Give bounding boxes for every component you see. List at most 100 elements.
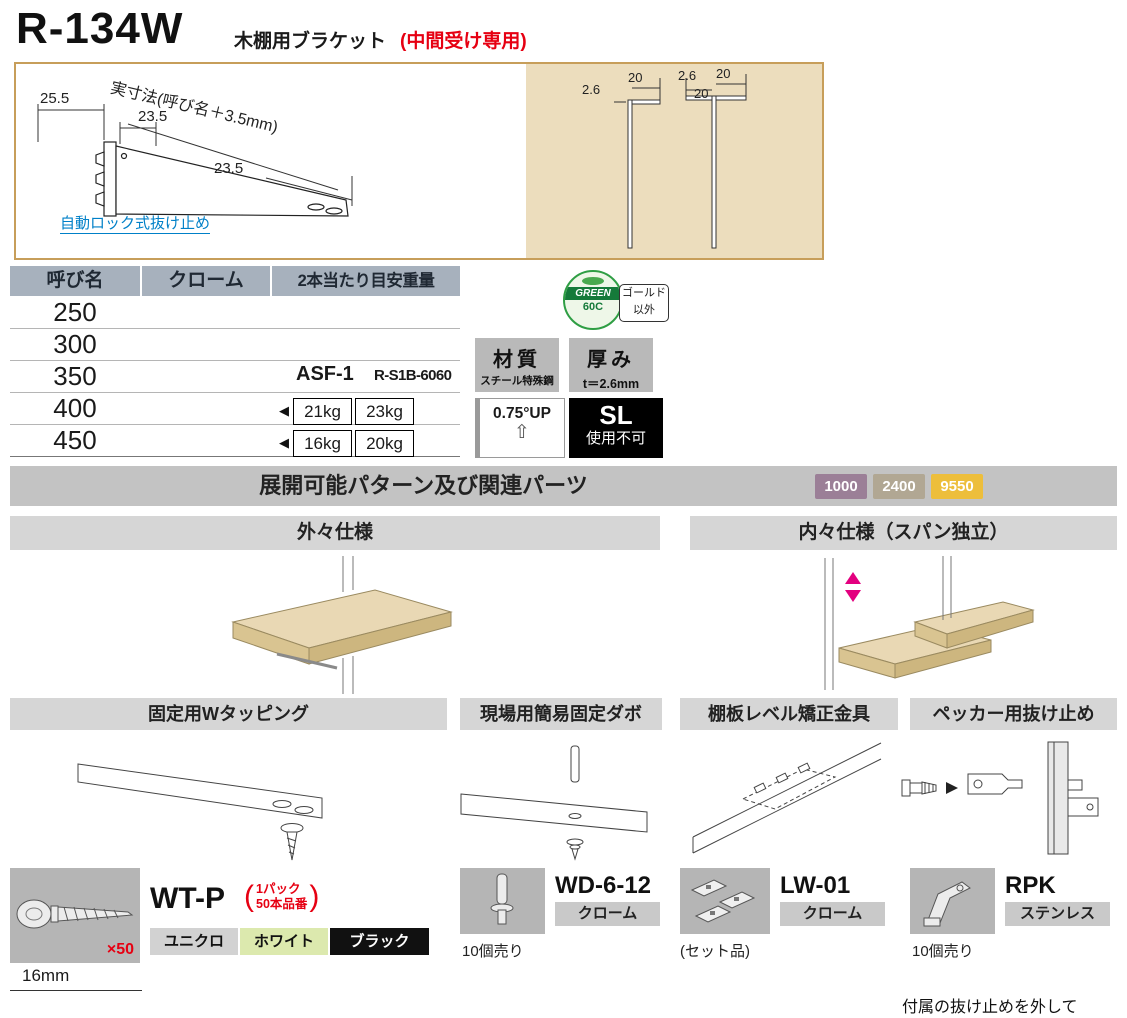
lw-finish: クローム: [780, 902, 885, 926]
product-code-secondary: R-S1B-6060: [374, 367, 452, 384]
pecker-stop-illustration: [901, 741, 1099, 855]
eco-logo-text: GREEN: [565, 287, 621, 300]
size-value: 350: [53, 361, 97, 391]
section-inner-spec: 内々仕様（スパン独立）: [690, 516, 1117, 550]
badge-9550: 9550: [931, 474, 983, 499]
part-header-level-fitting: 棚板レベル矯正金具: [680, 698, 898, 730]
sl-title: SL: [599, 400, 633, 430]
right-arrow-icon: [946, 782, 958, 794]
w-tapping-illustration: [77, 763, 323, 861]
dowel-pin-image: [490, 873, 514, 925]
slope-value: 0.75°UP: [493, 405, 551, 422]
auto-lock-link[interactable]: 自動ロック式抜け止め: [60, 212, 211, 234]
rpk-photo: [910, 868, 995, 934]
col-header-size: 呼び名: [10, 266, 140, 296]
table-row: 300: [10, 328, 460, 361]
dim-width-1: 20: [628, 70, 643, 85]
color-option-unichrome: ユニクロ: [150, 928, 238, 955]
part-header-w-tapping: 固定用Wタッピング: [10, 698, 447, 730]
badge-2400: 2400: [873, 474, 925, 499]
wtp-photo: ×50: [10, 868, 140, 963]
level-fitting-illustration: [692, 742, 882, 854]
bracket-side-view-drawing: [37, 104, 353, 217]
table-row: 450: [10, 424, 460, 457]
pack-count: ×50: [106, 941, 134, 958]
color-option-black: ブラック: [330, 928, 429, 955]
paren-close: ): [309, 880, 320, 913]
table-row: 250: [10, 296, 460, 329]
dim-width-2-inner: 20: [694, 86, 709, 101]
product-name-wd: WD-6-12: [555, 872, 652, 899]
pack-note: ( 1パック 50本品番 ): [244, 882, 319, 912]
related-parts-banner: 展開可能パターン及び関連パーツ 1000 2400 9550: [10, 466, 1117, 506]
cross-section-profiles-drawing: [614, 74, 747, 249]
size-value: 400: [53, 393, 97, 423]
lw-sale-unit: (セット品): [680, 943, 750, 960]
page-title: R-134W: [16, 4, 184, 53]
rpk-sale-unit: 10個売り: [912, 943, 974, 960]
up-arrow-icon: ⇧: [514, 422, 530, 443]
gold-excluded-label: ゴールド 以外: [619, 284, 669, 322]
dowel-illustration: [460, 745, 648, 861]
size-value: 450: [53, 425, 97, 455]
pack-note-line1: 1パック: [256, 882, 301, 896]
dim-top-inner: 23.5: [138, 108, 168, 125]
product-name-wtp: WT-P: [150, 882, 225, 915]
outer-spec-illustration: [231, 556, 453, 694]
wd-photo: [460, 868, 545, 934]
slope-box: 0.75°UP ⇧: [475, 398, 565, 458]
pack-note-line2: 50本品番: [256, 897, 308, 911]
gold-excluded-line1: ゴールド: [622, 287, 666, 299]
sl-value: 使用不可: [585, 430, 646, 447]
cross-section-panel: [526, 64, 822, 258]
product-code-primary: ASF-1: [296, 363, 354, 385]
green-purchase-logo-icon: GREEN 60C: [563, 270, 623, 330]
footer-note: 付属の抜け止めを外して: [902, 999, 1078, 1016]
thickness-title: 厚み: [587, 349, 635, 371]
screw-length: 16mm: [22, 966, 70, 985]
chrome-weight-400: 21kg: [293, 398, 352, 425]
level-plates-image: [690, 879, 756, 923]
gold-excluded-line2: 以外: [633, 304, 655, 316]
thickness-value: t＝2.6mm: [582, 377, 640, 391]
dim-thickness-2: 2.6: [678, 68, 697, 83]
lw-photo: [680, 868, 770, 934]
rpk-finish: ステンレス: [1005, 902, 1110, 926]
part-header-pecker-stop: ペッカー用抜け止め: [910, 698, 1117, 730]
dim-thickness-1: 2.6: [582, 82, 601, 97]
col-header-chrome: クローム: [142, 266, 270, 296]
product-category: 木棚用ブラケット: [234, 31, 387, 52]
eco-logo-subtext: 60C: [582, 301, 604, 313]
dim-tip-offset: 23.5: [214, 160, 244, 177]
banner-title: 展開可能パターン及び関連パーツ: [259, 473, 588, 498]
left-arrow-icon: ◀: [279, 403, 289, 418]
paren-open: (: [244, 880, 254, 913]
col-header-load: 2本当たり目安重量: [272, 266, 460, 296]
table-row: 400: [10, 392, 460, 425]
color-option-white: ホワイト: [240, 928, 328, 955]
section-outer-spec: 外々仕様: [10, 516, 660, 550]
inner-spec-illustration: [824, 556, 1035, 690]
clip-image: [923, 881, 971, 927]
sl-restriction-box: SL 使用不可: [569, 398, 663, 458]
wd-finish: クローム: [555, 902, 660, 926]
up-down-arrow-icon: [845, 572, 861, 584]
dimension-drawing-box: 25.5 23.5 実寸法(呼び名＋3.5mm) 23.5 自動ロック式抜け止め…: [14, 62, 824, 260]
dim-width-2: 20: [716, 66, 731, 81]
table-row: 350: [10, 360, 460, 393]
size-value: 300: [53, 329, 97, 359]
leaf-icon: [582, 277, 604, 285]
material-box: 材質 スチール特殊鋼: [475, 338, 559, 392]
divider: [10, 990, 142, 991]
dim-wall-offset: 25.5: [40, 90, 70, 107]
load-weight-450: 20kg: [355, 430, 414, 457]
screw-image: [16, 899, 134, 929]
product-name-rpk: RPK: [1005, 872, 1056, 899]
size-value: 250: [53, 297, 97, 327]
wd-sale-unit: 10個売り: [462, 943, 524, 960]
load-weight-400: 23kg: [355, 398, 414, 425]
product-name-lw: LW-01: [780, 872, 851, 899]
left-arrow-icon: ◀: [279, 435, 289, 450]
chrome-weight-450: 16kg: [293, 430, 352, 457]
